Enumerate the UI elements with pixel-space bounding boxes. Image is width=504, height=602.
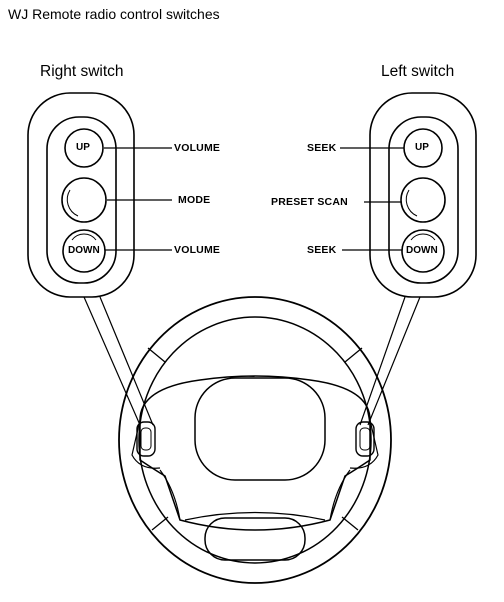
left-down-arc	[410, 233, 436, 241]
page-title: WJ Remote radio control switches	[8, 6, 220, 22]
left-spoke	[131, 419, 161, 469]
left-switch-inner-panel	[388, 116, 459, 284]
left-connector-line-a	[367, 296, 421, 426]
left-switch-outer-housing	[369, 92, 477, 298]
right-switch-outer-housing	[27, 92, 135, 298]
right-callout-mode: MODE	[178, 194, 211, 206]
right-spoke	[349, 419, 379, 469]
wheel-right-switch-inner	[140, 427, 152, 451]
left-callout-seek-down: SEEK	[307, 244, 337, 256]
airbag-cover	[194, 377, 326, 481]
right-down-button	[62, 229, 106, 273]
right-callout-volume-up: VOLUME	[174, 142, 221, 154]
right-up-button	[64, 128, 104, 168]
rim-segment-left	[147, 347, 166, 363]
hub-contour-right	[329, 469, 351, 521]
right-down-arc	[71, 233, 97, 241]
steering-wheel-rim-outer	[118, 296, 392, 584]
right-mode-button	[61, 177, 107, 223]
left-down-label: DOWN	[406, 245, 438, 256]
right-callout-volume-down: VOLUME	[174, 244, 221, 256]
rim-segment-lower-right	[341, 516, 359, 531]
right-connector-line-b	[99, 296, 154, 426]
lower-pad	[204, 517, 306, 561]
right-down-label: DOWN	[68, 245, 100, 256]
hub-lower-edge	[184, 511, 326, 521]
right-up-label: UP	[76, 142, 90, 153]
steering-hub	[139, 375, 371, 531]
left-callout-seek-up: SEEK	[307, 142, 337, 154]
right-connector-line-a	[83, 296, 141, 426]
left-callout-preset-scan: PRESET SCAN	[271, 196, 348, 208]
wheel-left-switch-inner	[359, 427, 371, 451]
left-preset-button	[400, 177, 446, 223]
right-mode-button-arc	[66, 189, 79, 217]
left-preset-button-arc	[405, 189, 418, 217]
rim-segment-lower-left	[151, 516, 169, 531]
hub-contour-left	[159, 469, 181, 521]
left-switch-title: Left switch	[381, 63, 455, 80]
steering-wheel-rim-inner	[138, 316, 372, 564]
left-connector-line-b	[359, 296, 406, 426]
left-down-button	[401, 229, 445, 273]
left-up-label: UP	[415, 142, 429, 153]
right-switch-title: Right switch	[40, 63, 124, 80]
wheel-left-switch	[355, 421, 375, 457]
wheel-right-switch	[136, 421, 156, 457]
rim-segment-right	[344, 347, 363, 363]
